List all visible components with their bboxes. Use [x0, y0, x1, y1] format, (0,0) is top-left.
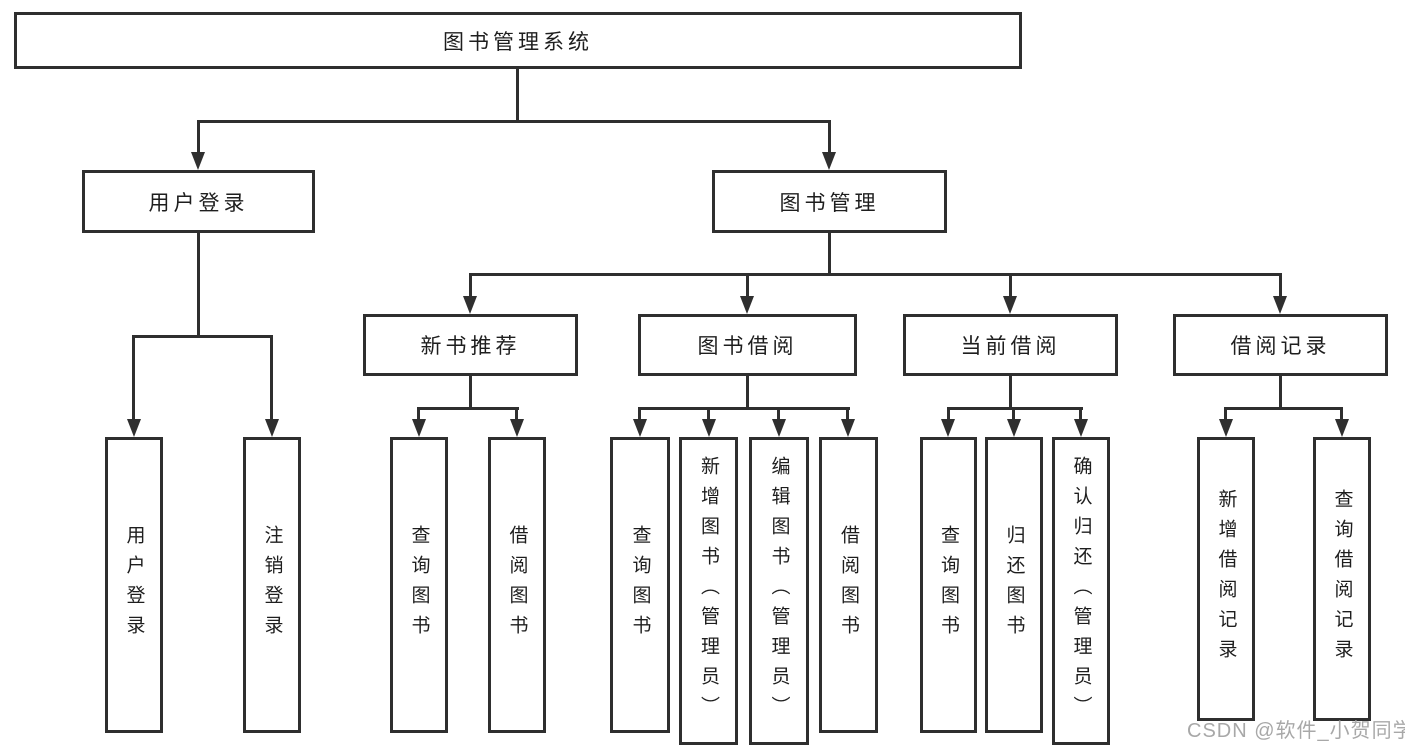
connector-user-login-rail [132, 335, 273, 338]
leaf-borrow-books: 借阅图书 [488, 437, 546, 733]
connector-drop [1340, 407, 1343, 423]
arrowhead [1003, 296, 1017, 314]
connector-section-stem [1279, 376, 1282, 409]
node-borrowing-records: 借阅记录 [1173, 314, 1388, 376]
node-current-borrowing: 当前借阅 [903, 314, 1118, 376]
leaf-return-books: 归还图书 [985, 437, 1043, 733]
node-book-management: 图书管理 [712, 170, 947, 233]
connector-section-stem [746, 376, 749, 409]
leaf-logout: 注销登录 [243, 437, 301, 733]
connector-drop-leaf-user-login [132, 335, 135, 421]
leaf-query-books: 查询图书 [610, 437, 670, 733]
arrowhead [1074, 419, 1088, 437]
arrowhead [1273, 296, 1287, 314]
arrowhead [1007, 419, 1021, 437]
connector-drop-user-login [197, 120, 200, 154]
leaf-add-books-admin: 新增图书（管理员） [679, 437, 738, 745]
arrowhead [822, 152, 836, 170]
connector-section-rail [638, 407, 850, 410]
arrowhead [463, 296, 477, 314]
connector-drop [707, 407, 710, 423]
arrowhead [772, 419, 786, 437]
connector-drop [1012, 407, 1015, 423]
connector-root-stem [516, 69, 519, 122]
connector-drop-borrow-records [1279, 273, 1282, 298]
arrowhead [1219, 419, 1233, 437]
connector-drop-book-management [828, 120, 831, 154]
connector-section-rail [947, 407, 1083, 410]
leaf-query-books: 查询图书 [920, 437, 977, 733]
arrowhead [941, 419, 955, 437]
connector-book-management-stem [828, 233, 831, 275]
connector-drop [638, 407, 641, 423]
arrowhead [191, 152, 205, 170]
arrowhead [510, 419, 524, 437]
connector-section-rail [1224, 407, 1343, 410]
node-new-book-recommendation: 新书推荐 [363, 314, 578, 376]
connector-section-stem [1009, 376, 1012, 409]
leaf-edit-books-admin: 编辑图书（管理员） [749, 437, 809, 745]
connector-drop [1079, 407, 1082, 423]
arrowhead [127, 419, 141, 437]
connector-drop [846, 407, 849, 423]
node-book-borrowing: 图书借阅 [638, 314, 857, 376]
connector-drop [947, 407, 950, 423]
node-user-login: 用户登录 [82, 170, 315, 233]
arrowhead [841, 419, 855, 437]
node-library-management-system: 图书管理系统 [14, 12, 1022, 69]
leaf-user-login: 用户登录 [105, 437, 163, 733]
connector-book-management-rail [469, 273, 1282, 276]
arrowhead [702, 419, 716, 437]
leaf-borrow-books: 借阅图书 [819, 437, 878, 733]
leaf-query-borrow-record: 查询借阅记录 [1313, 437, 1371, 721]
leaf-confirm-return-admin: 确认归还（管理员） [1052, 437, 1110, 745]
connector-drop-book-borrow [746, 273, 749, 298]
connector-drop [417, 407, 420, 423]
arrowhead [740, 296, 754, 314]
connector-drop [1224, 407, 1227, 423]
connector-section-stem [469, 376, 472, 409]
arrowhead [412, 419, 426, 437]
connector-root-rail [197, 120, 831, 123]
csdn-watermark: CSDN @软件_小贺同学 [1187, 720, 1405, 742]
connector-user-login-stem [197, 233, 200, 337]
leaf-query-books: 查询图书 [390, 437, 448, 733]
connector-drop-new-book [469, 273, 472, 298]
connector-drop [777, 407, 780, 423]
leaf-add-borrow-record: 新增借阅记录 [1197, 437, 1255, 721]
connector-drop-current-borrow [1009, 273, 1012, 298]
connector-drop-leaf-logout [270, 335, 273, 421]
arrowhead [633, 419, 647, 437]
connector-section-rail [417, 407, 519, 410]
connector-drop [515, 407, 518, 423]
arrowhead [265, 419, 279, 437]
arrowhead [1335, 419, 1349, 437]
